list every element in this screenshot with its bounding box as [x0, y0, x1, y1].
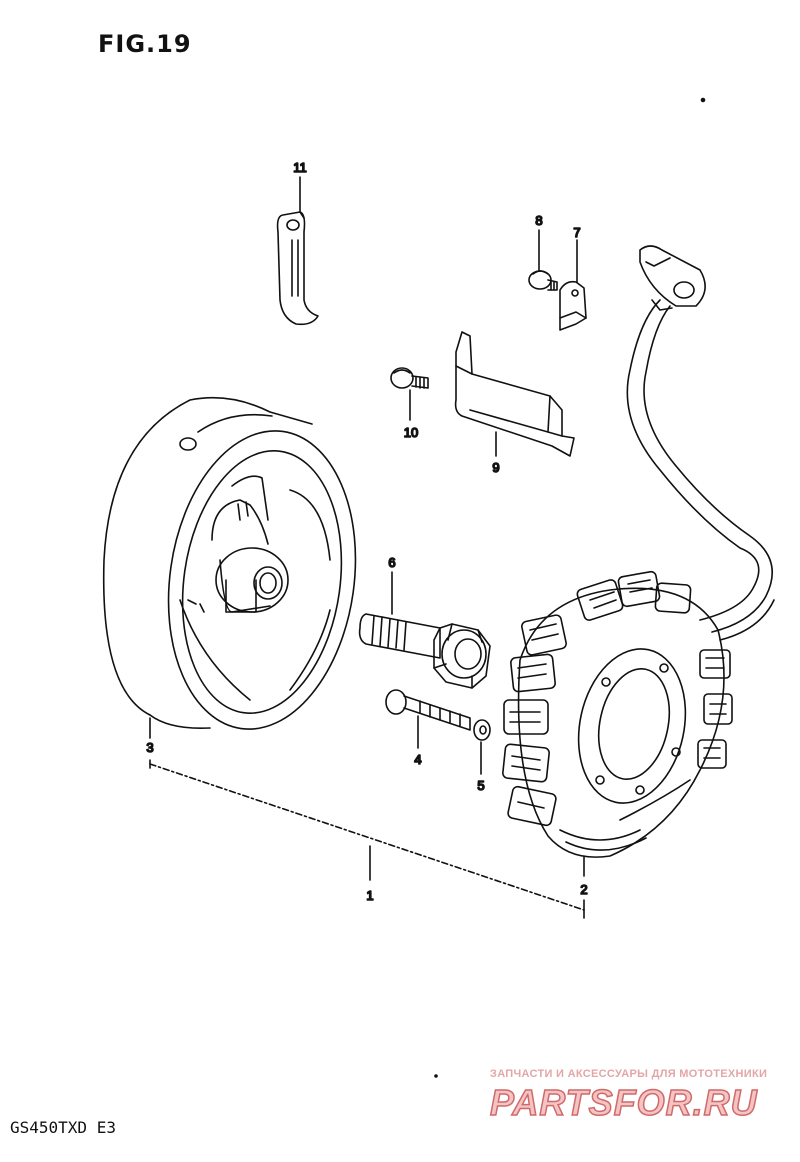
part-6-bolt: [358, 613, 491, 689]
callout-11: 11: [293, 160, 307, 175]
model-code: GS450TXD E3: [10, 1118, 116, 1137]
part-5-washer: [473, 719, 491, 741]
watermark-tagline: ЗАПЧАСТИ И АКСЕССУАРЫ ДЛЯ МОТОТЕХНИКИ: [490, 1068, 768, 1080]
callout-8: 8: [535, 213, 542, 228]
assembly-bracket: [149, 759, 585, 919]
part-2-stator: [502, 245, 775, 858]
callout-2: 2: [580, 882, 587, 897]
callout-5: 5: [477, 778, 484, 793]
part-9-cover-plate: [454, 331, 575, 457]
watermark-logo[interactable]: PARTSFOR.RU: [489, 1081, 758, 1124]
part-3-rotor: [102, 396, 357, 730]
part-11-wire-clamp: [276, 211, 319, 326]
callout-9: 9: [492, 460, 499, 475]
callout-3: 3: [146, 740, 153, 755]
part-4-screw: [385, 689, 471, 731]
callout-6: 6: [388, 555, 395, 570]
callout-10: 10: [404, 425, 418, 440]
callout-7: 7: [573, 225, 580, 240]
part-7-clip: [559, 280, 587, 331]
figure-title: FIG.19: [98, 30, 192, 58]
part-8-screw: [528, 270, 558, 291]
callout-1: 1: [366, 888, 373, 903]
part-10-screw: [390, 367, 429, 389]
callout-4: 4: [414, 752, 421, 767]
